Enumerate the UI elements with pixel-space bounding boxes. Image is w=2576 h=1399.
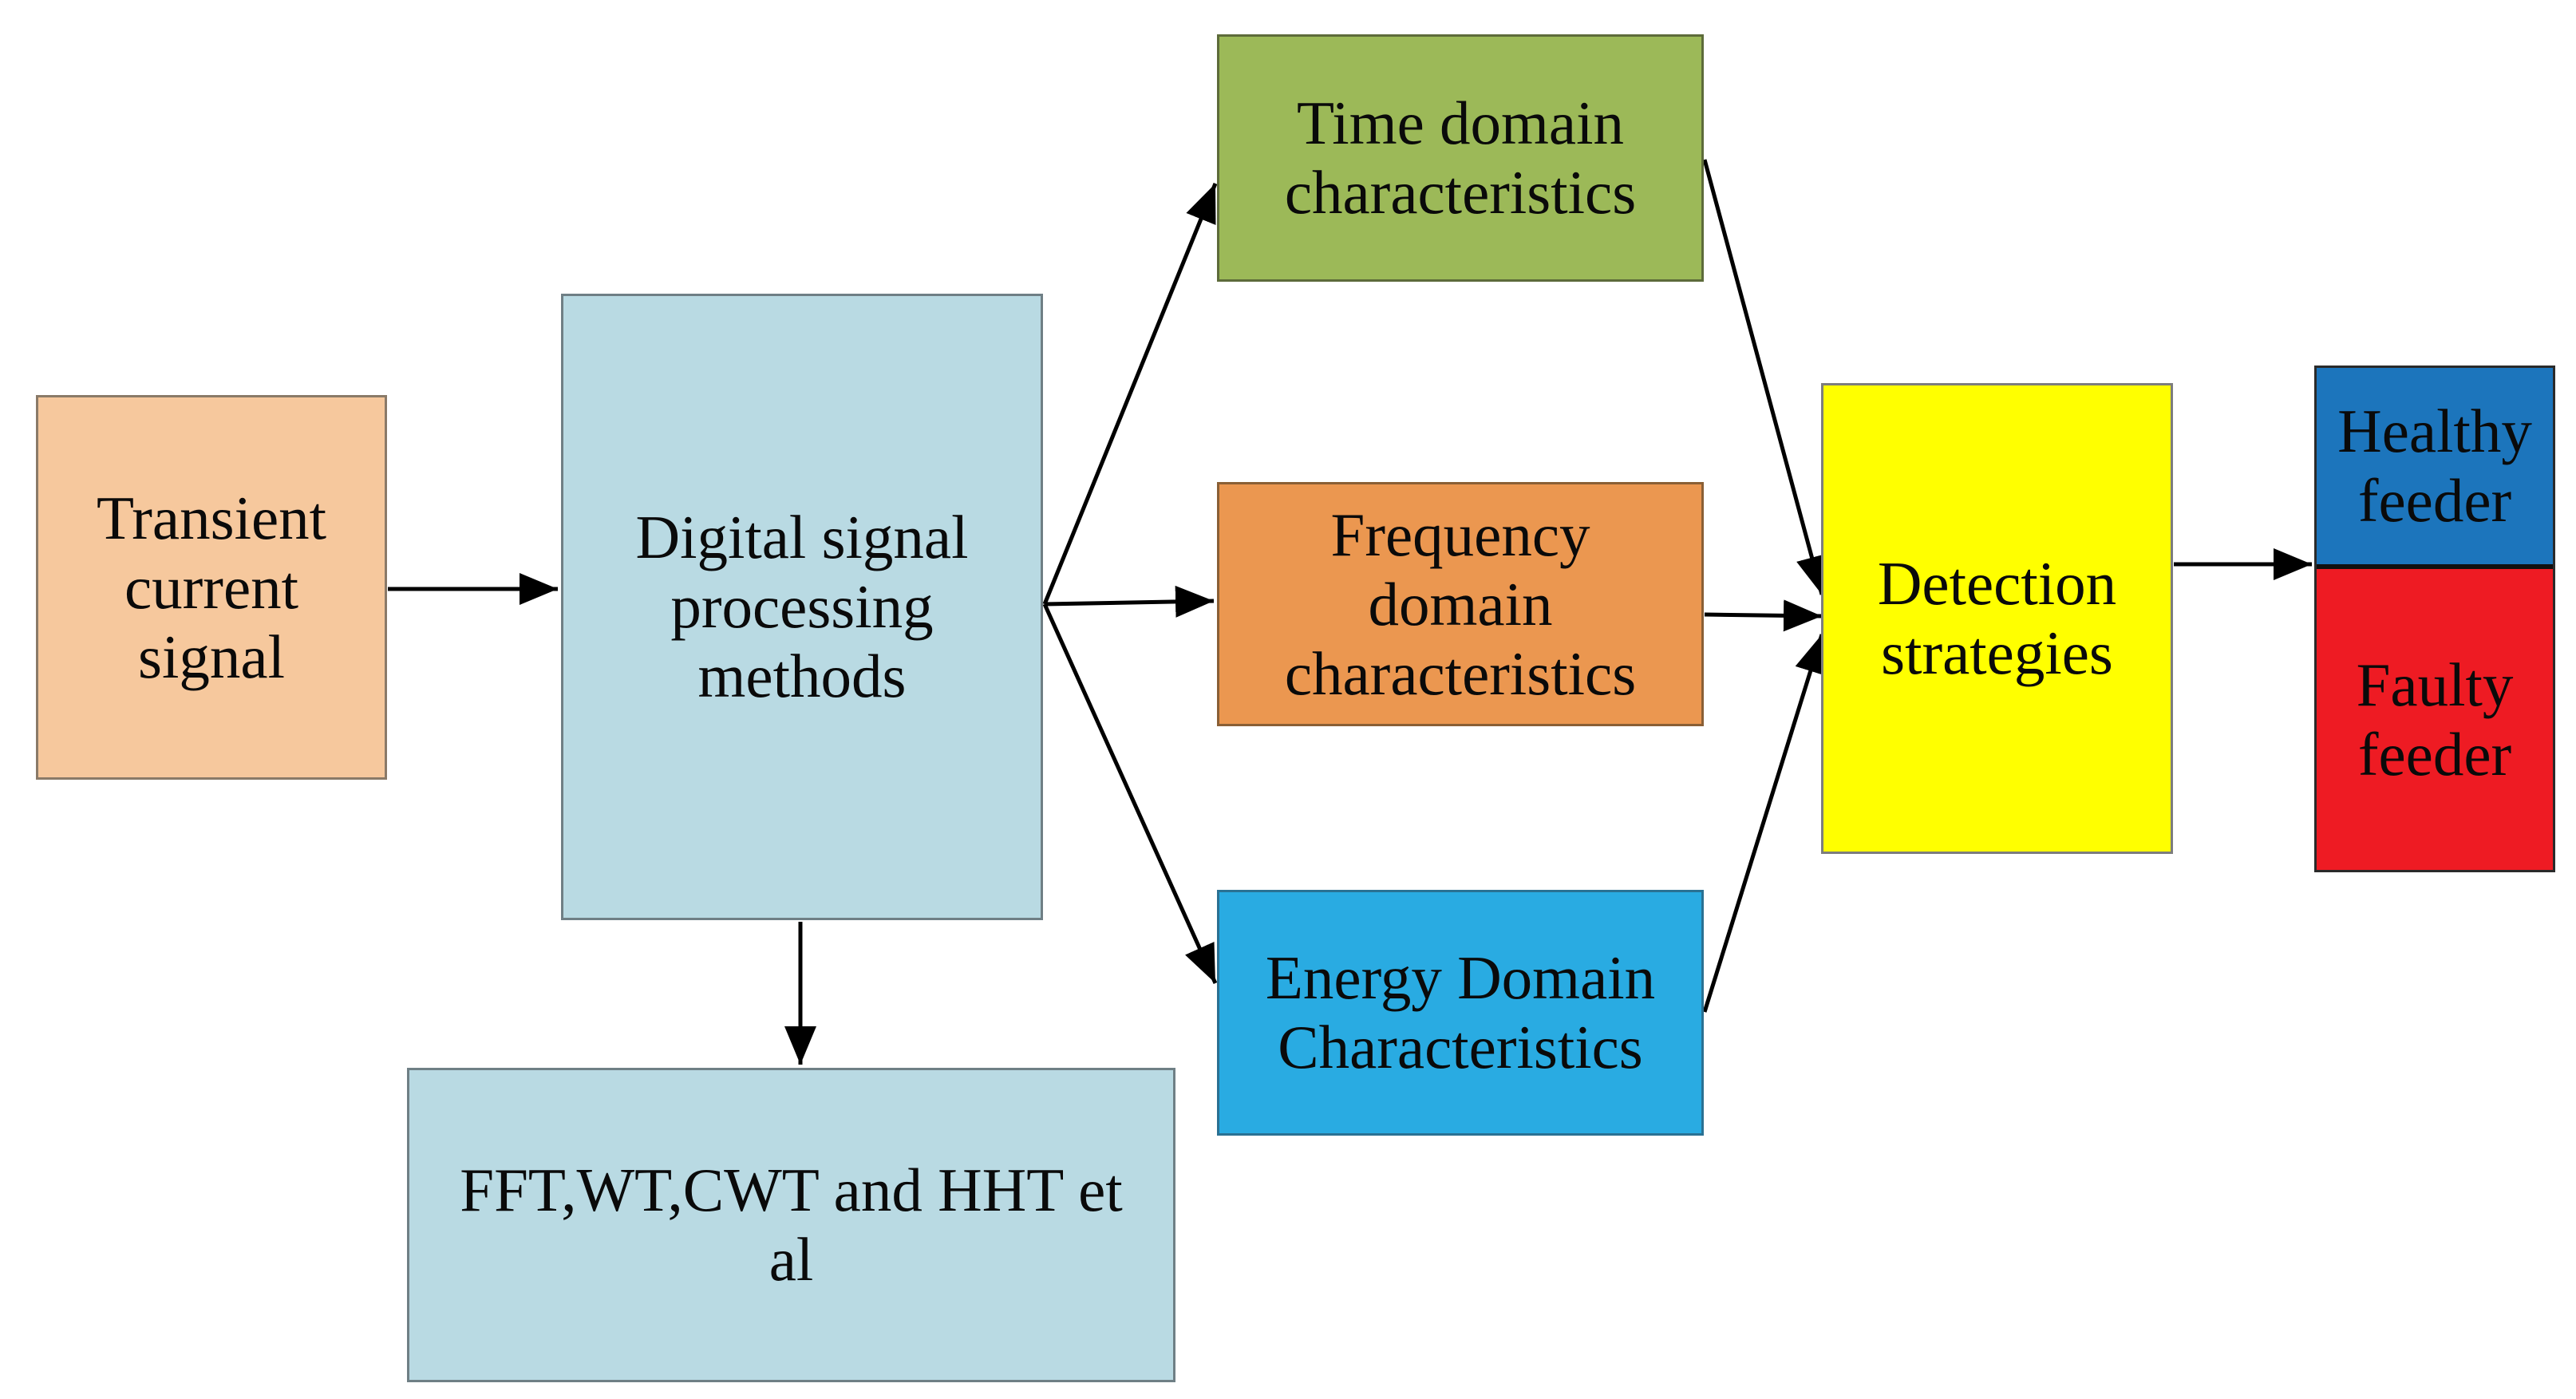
node-detection-strategies: Detection strategies xyxy=(1821,383,2173,854)
edge-digital-to-frequency-arrow xyxy=(1044,585,1215,618)
node-energy-label: Energy Domain Characteristics xyxy=(1265,943,1656,1081)
node-time-domain-characteristics: Time domain characteristics xyxy=(1217,34,1704,282)
node-digital-label: Digital signal processing methods xyxy=(635,503,969,710)
node-transient-label: Transient current signal xyxy=(96,483,327,691)
node-faulty-label: Faulty feeder xyxy=(2356,650,2514,788)
node-fft-wt-cwt-hht: FFT,WT,CWT and HHT et al xyxy=(407,1068,1175,1382)
node-frequency-domain-characteristics: Frequency domain characteristics xyxy=(1217,482,1704,726)
node-detection-label: Detection strategies xyxy=(1877,549,2117,687)
node-energy-domain-characteristics: Energy Domain Characteristics xyxy=(1217,890,1704,1136)
node-faulty-feeder: Faulty feeder xyxy=(2317,564,2553,870)
node-digital-signal-processing: Digital signal processing methods xyxy=(561,294,1043,920)
node-healthy-label: Healthy feeder xyxy=(2337,397,2532,535)
node-healthy-feeder: Healthy feeder xyxy=(2317,368,2553,564)
edge-digital-to-time-arrow xyxy=(1042,183,1218,605)
node-feeder-result-stack: Healthy feeder Faulty feeder xyxy=(2314,366,2555,872)
edge-digital-to-energy-arrow xyxy=(1042,603,1218,985)
edge-energy-to-detection-arrow xyxy=(1702,634,1826,1013)
node-transient-current-signal: Transient current signal xyxy=(36,395,387,780)
edge-frequency-to-detection-arrow xyxy=(1704,599,1823,632)
node-frequency-label: Frequency domain characteristics xyxy=(1284,500,1637,708)
node-fft-label: FFT,WT,CWT and HHT et al xyxy=(460,1156,1123,1294)
edge-time-to-detection-arrow xyxy=(1702,159,1827,595)
node-time-label: Time domain characteristics xyxy=(1284,89,1637,227)
